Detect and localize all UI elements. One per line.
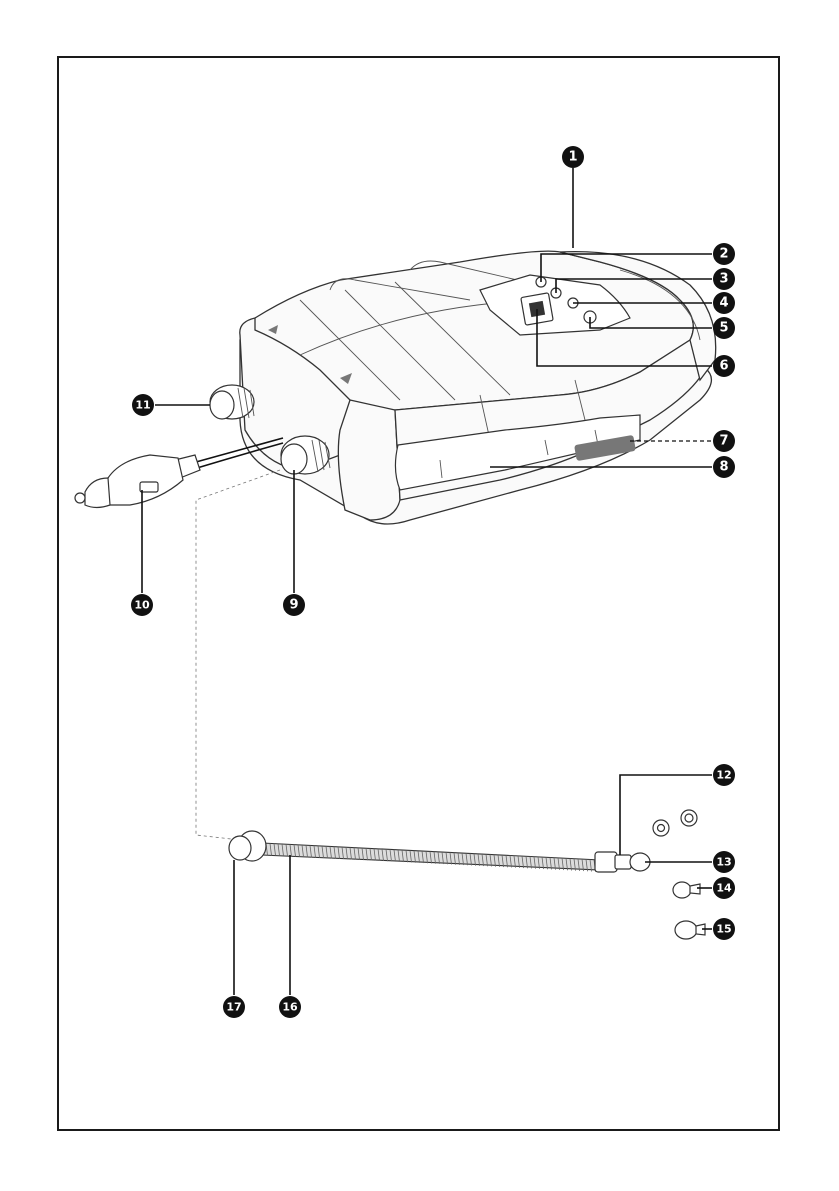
svg-text:4: 4 [719, 296, 728, 311]
callout-16: 16 [279, 996, 301, 1018]
svg-text:5: 5 [719, 321, 728, 336]
svg-text:8: 8 [719, 460, 728, 475]
callout-6: 6 [713, 355, 735, 377]
port-deflate [281, 436, 330, 474]
svg-text:16: 16 [282, 1001, 298, 1014]
callout-13: 13 [713, 851, 735, 873]
svg-text:9: 9 [289, 598, 298, 613]
hose-assembly [229, 810, 705, 939]
callout-10: 10 [131, 594, 153, 616]
callout-4: 4 [713, 292, 735, 314]
hose-connection-path [196, 470, 280, 840]
callout-17: 17 [223, 996, 245, 1018]
svg-text:1: 1 [568, 150, 577, 165]
svg-text:7: 7 [719, 434, 728, 449]
svg-text:2: 2 [719, 247, 728, 262]
port-inflate [210, 385, 254, 419]
callout-12: 12 [713, 764, 735, 786]
callout-8: 8 [713, 456, 735, 478]
callout-11: 11 [132, 394, 154, 416]
svg-text:13: 13 [716, 856, 731, 869]
callout-1: 1 [562, 146, 584, 168]
callout-15: 15 [713, 918, 735, 940]
callout-9: 9 [283, 594, 305, 616]
svg-text:6: 6 [719, 359, 728, 374]
svg-text:10: 10 [134, 599, 150, 612]
svg-text:17: 17 [226, 1001, 241, 1014]
pump-unit [240, 251, 716, 524]
svg-text:14: 14 [716, 882, 732, 895]
callout-7: 7 [713, 430, 735, 452]
callout-14: 14 [713, 877, 735, 899]
callout-3: 3 [713, 268, 735, 290]
svg-text:3: 3 [719, 272, 728, 287]
callout-5: 5 [713, 317, 735, 339]
svg-text:15: 15 [716, 923, 731, 936]
svg-text:12: 12 [716, 769, 731, 782]
callout-2: 2 [713, 243, 735, 265]
svg-text:11: 11 [135, 399, 150, 412]
